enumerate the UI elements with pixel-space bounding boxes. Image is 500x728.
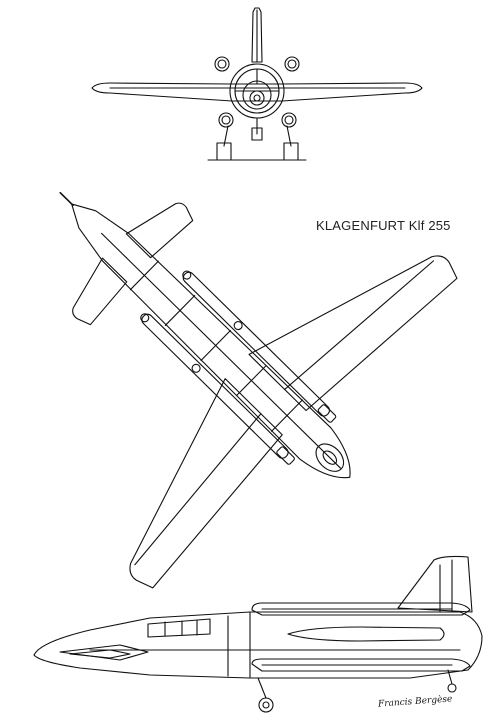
top-view: [0, 33, 500, 636]
drawing-title: KLAGENFURT Klf 255: [316, 218, 451, 233]
side-view: [34, 556, 482, 712]
front-view: [92, 8, 422, 160]
